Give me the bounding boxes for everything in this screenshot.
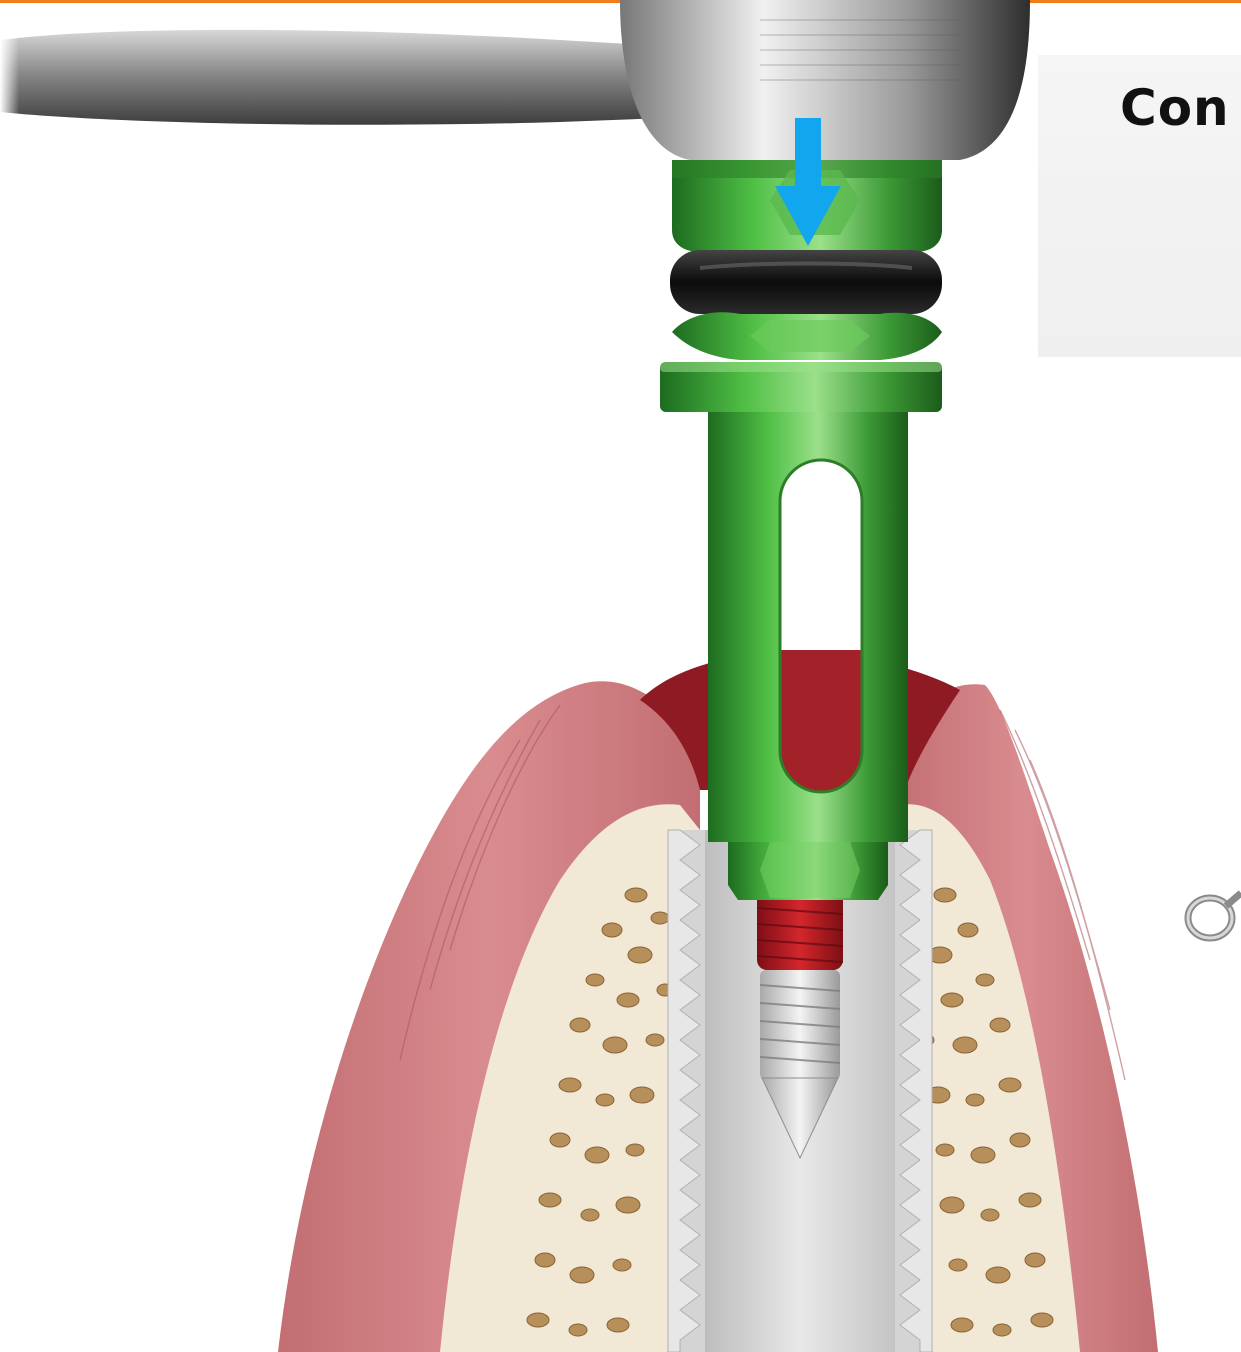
ring-clip-icon	[1188, 893, 1241, 938]
torque-wrench-handle	[0, 0, 1030, 160]
side-panel: Con	[1038, 55, 1241, 357]
side-panel-title: Con	[1120, 79, 1230, 137]
